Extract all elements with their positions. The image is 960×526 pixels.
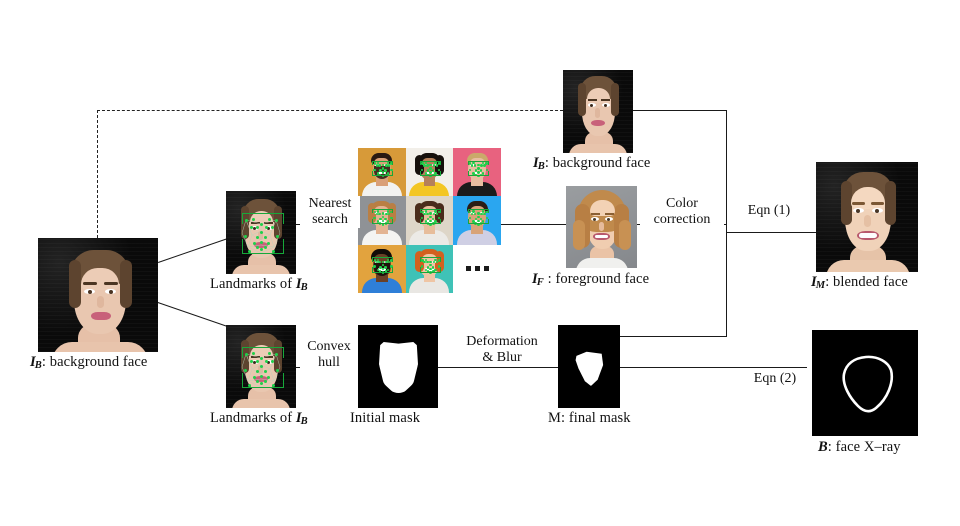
op-nearest-search: Nearest search (300, 196, 360, 229)
junction-vertical-right (726, 110, 727, 336)
caption-initial-mask: Initial mask (350, 410, 421, 426)
dashed-connector-horizontal (97, 110, 563, 111)
landmark-box-lower-bottom (242, 373, 284, 388)
candidate-face-1 (358, 148, 406, 197)
op-deformation-blur: Deformation & Blur (448, 334, 556, 367)
candidate-face-4 (358, 196, 406, 245)
photo-background-face-left (38, 238, 158, 352)
landmark-box-lower-top (242, 239, 284, 254)
photo-background-face-top (563, 70, 633, 153)
candidate-grid-ellipsis (453, 244, 501, 293)
caption-landmarks-bottom: Landmarks of IB (210, 410, 308, 428)
connector-bgface-to-landmarks-bottom (157, 302, 230, 328)
candidate-face-8 (405, 244, 454, 293)
op-convex-hull: Convex hull (300, 339, 358, 372)
candidate-face-grid (358, 148, 501, 293)
caption-background-face-left: IB: background face (30, 354, 148, 372)
caption-background-face-top: IB: background face (533, 155, 651, 173)
candidate-face-3 (453, 148, 501, 197)
face-xray-outline (842, 355, 894, 413)
connector-finalmask-to-junction (620, 336, 727, 337)
initial-mask-shape (379, 342, 418, 393)
candidate-face-6 (453, 196, 501, 245)
caption-foreground-face: IF : foreground face (532, 271, 650, 289)
caption-blended-face: IM: blended face (811, 274, 908, 292)
caption-landmarks-top: Landmarks of IB (210, 276, 308, 294)
connector-initialmask-to-finalmask (438, 367, 558, 368)
connector-grid-to-foreground (500, 224, 566, 225)
photo-landmarks-top (226, 191, 296, 274)
op-eqn-1: Eqn (1) (736, 203, 802, 220)
photo-landmarks-bottom (226, 325, 296, 408)
caption-final-mask: M: final mask (548, 410, 631, 426)
photo-face-xray (812, 330, 918, 436)
landmark-box-upper-top (242, 213, 284, 224)
op-eqn-2: Eqn (2) (753, 371, 797, 386)
connector-bgface-to-landmarks-top (158, 237, 231, 263)
connector-junction-to-blended (726, 232, 816, 233)
connector-topbgface-to-junction (633, 110, 727, 111)
candidate-face-5 (405, 196, 454, 245)
candidate-face-7 (358, 244, 406, 293)
caption-face-xray: B: face X–ray (818, 439, 901, 455)
op-color-correction: Color correction (640, 196, 724, 229)
ellipsis-icon (453, 245, 501, 293)
photo-blended-face (816, 162, 918, 272)
photo-foreground-face (566, 186, 637, 268)
photo-final-mask (558, 325, 620, 408)
dashed-connector-vertical (97, 110, 98, 238)
connector-finalmask-to-xray (620, 367, 807, 368)
final-mask-shape (575, 351, 604, 386)
photo-initial-mask (358, 325, 438, 408)
landmark-box-upper-bottom (242, 347, 284, 358)
candidate-face-2 (405, 148, 454, 197)
